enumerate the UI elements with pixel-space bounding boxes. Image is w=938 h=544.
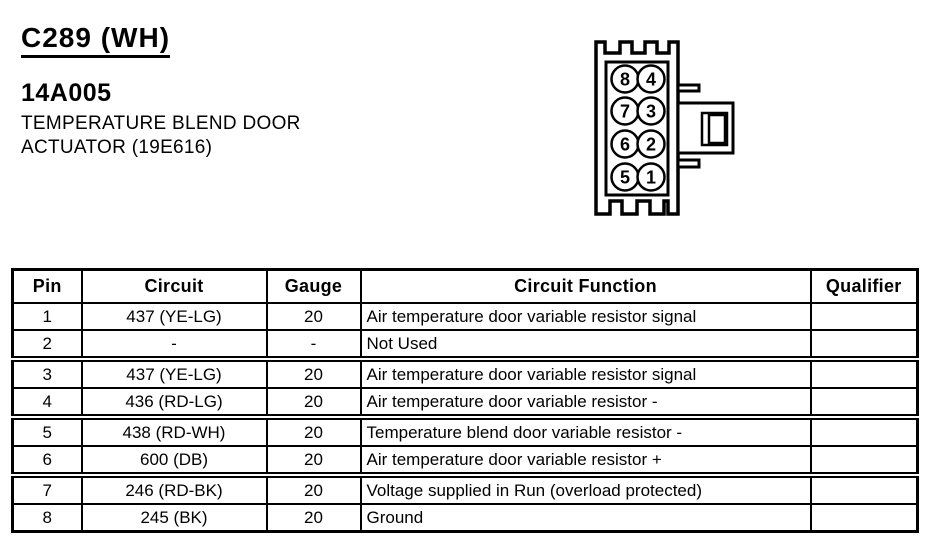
pin-number: 7 bbox=[620, 102, 630, 122]
cell-circuit: 437 (YE-LG) bbox=[80, 356, 268, 389]
cell-function: Air temperature door variable resistor s… bbox=[359, 302, 812, 331]
connector-id-title: C289 (WH) bbox=[21, 22, 301, 58]
pin-cavity-window bbox=[604, 60, 670, 197]
cell-qualifier bbox=[809, 329, 919, 360]
cell-circuit: 600 (DB) bbox=[80, 445, 268, 476]
connector-id-text: C289 (WH) bbox=[21, 22, 171, 58]
cell-qualifier bbox=[809, 302, 919, 331]
pin-cavity-3 bbox=[636, 96, 666, 126]
column-header-gauge: Gauge bbox=[265, 268, 362, 304]
cell-gauge: 20 bbox=[265, 503, 362, 533]
cell-pin: 5 bbox=[11, 414, 83, 447]
cell-circuit: 245 (BK) bbox=[80, 503, 268, 533]
cell-function: Air temperature door variable resistor s… bbox=[359, 356, 812, 389]
cell-pin: 3 bbox=[11, 356, 83, 389]
latch-fin-top bbox=[676, 83, 701, 93]
component-name-line1: TEMPERATURE BLEND DOOR bbox=[21, 113, 301, 134]
cell-function: Temperature blend door variable resistor… bbox=[359, 414, 812, 447]
cell-circuit: 246 (RD-BK) bbox=[80, 472, 268, 505]
pin-number: 6 bbox=[620, 135, 630, 155]
cell-gauge: 20 bbox=[265, 302, 362, 331]
cell-pin: 1 bbox=[11, 302, 83, 331]
pin-number: 1 bbox=[646, 168, 656, 188]
cell-gauge: 20 bbox=[265, 356, 362, 389]
pin-number: 2 bbox=[646, 135, 656, 155]
cell-circuit: 437 (YE-LG) bbox=[80, 302, 268, 331]
pin-number: 3 bbox=[646, 102, 656, 122]
cell-function: Ground bbox=[359, 503, 812, 533]
table-row: 2--Not Used bbox=[11, 329, 919, 360]
latch-lock-inner bbox=[707, 113, 727, 145]
cell-qualifier bbox=[809, 387, 919, 418]
cell-function: Air temperature door variable resistor + bbox=[359, 445, 812, 476]
pin-number: 4 bbox=[646, 70, 656, 90]
cell-function: Voltage supplied in Run (overload protec… bbox=[359, 472, 812, 505]
cell-circuit: 436 (RD-LG) bbox=[80, 387, 268, 418]
component-name: TEMPERATURE BLEND DOOR ACTUATOR (19E616) bbox=[21, 112, 301, 160]
table-header-row: Pin Circuit Gauge Circuit Function Quali… bbox=[11, 268, 919, 304]
cell-gauge: 20 bbox=[265, 445, 362, 476]
pin-cavity-4 bbox=[636, 64, 666, 94]
cell-pin: 6 bbox=[11, 445, 83, 476]
cell-qualifier bbox=[809, 356, 919, 389]
cell-pin: 4 bbox=[11, 387, 83, 418]
column-header-pin: Pin bbox=[11, 268, 83, 304]
cell-gauge: 20 bbox=[265, 387, 362, 418]
cell-qualifier bbox=[809, 445, 919, 476]
pin-cavity-2 bbox=[636, 129, 666, 159]
cell-circuit: - bbox=[80, 329, 268, 360]
pin-cavity-1 bbox=[636, 162, 666, 192]
cell-gauge: - bbox=[265, 329, 362, 360]
connector-body-outline bbox=[594, 40, 680, 216]
column-header-qualifier: Qualifier bbox=[809, 268, 919, 304]
cell-qualifier bbox=[809, 503, 919, 533]
part-number: 14A005 bbox=[21, 79, 112, 107]
cell-circuit: 438 (RD-WH) bbox=[80, 414, 268, 447]
cell-qualifier bbox=[809, 414, 919, 447]
pin-number: 5 bbox=[620, 168, 630, 188]
cell-pin: 8 bbox=[11, 503, 83, 533]
cell-gauge: 20 bbox=[265, 472, 362, 505]
cell-pin: 7 bbox=[11, 472, 83, 505]
component-name-line2: ACTUATOR (19E616) bbox=[21, 137, 213, 158]
column-header-circuit-function: Circuit Function bbox=[359, 268, 812, 304]
cell-pin: 2 bbox=[11, 329, 83, 360]
cell-function: Not Used bbox=[359, 329, 812, 360]
cell-qualifier bbox=[809, 472, 919, 505]
column-header-circuit: Circuit bbox=[80, 268, 268, 304]
pin-number: 8 bbox=[620, 70, 630, 90]
latch-fin-bottom bbox=[676, 158, 701, 169]
pinout-table: Pin Circuit Gauge Circuit Function Quali… bbox=[11, 268, 919, 533]
cell-function: Air temperature door variable resistor - bbox=[359, 387, 812, 418]
cell-gauge: 20 bbox=[265, 414, 362, 447]
header-block: C289 (WH) 14A005 TEMPERATURE BLEND DOOR … bbox=[21, 22, 301, 160]
